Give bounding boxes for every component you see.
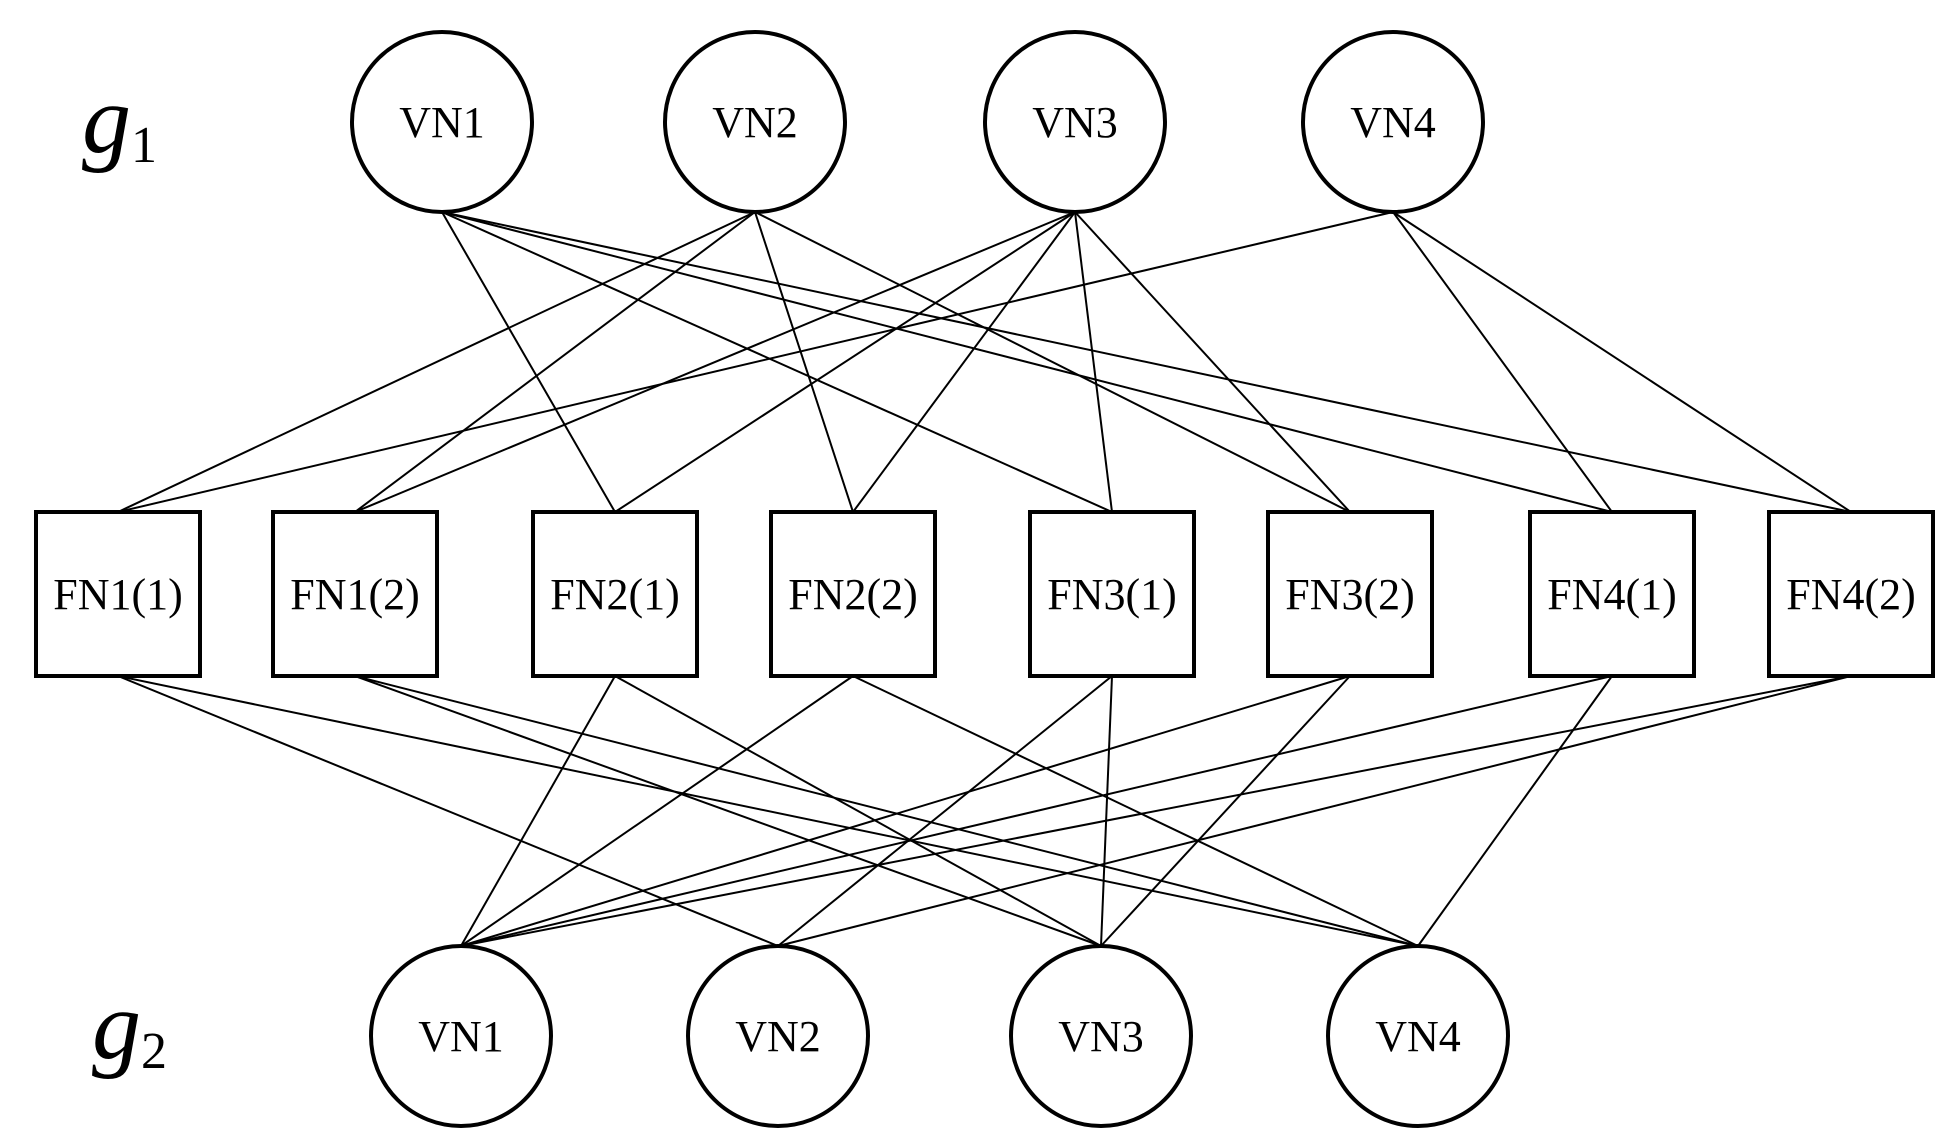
factor-node-fn1-1-box [34, 510, 202, 678]
bottom-vn-vn3-circle [1009, 944, 1193, 1128]
bottom-vn-vn1-label: VN1 [418, 1012, 504, 1061]
top-vn-vn1-circle [350, 30, 534, 214]
edge-bottom-fn4-1-vn1 [460, 675, 1613, 947]
factor-node-fn2-1: FN2(1) [531, 510, 699, 678]
edge-top-vn1-fn4-2 [441, 211, 1852, 513]
edge-bottom-fn4-1-vn4 [1417, 675, 1613, 947]
factor-node-fn2-2-box [769, 510, 937, 678]
edge-top-vn2-fn1-2 [354, 211, 756, 513]
edge-bottom-fn2-1-vn3 [614, 675, 1102, 947]
group-label-g2: g2 [92, 972, 167, 1080]
group-label-g1-sub: 1 [131, 117, 157, 174]
group-label-g2-main: g [92, 972, 141, 1080]
factor-node-fn1-2: FN1(2) [271, 510, 439, 678]
edge-bottom-fn2-2-vn1 [460, 675, 854, 947]
factor-node-fn4-2: FN4(2) [1767, 510, 1935, 678]
edge-bottom-fn4-2-vn1 [460, 675, 1852, 947]
edge-bottom-fn1-2-vn3 [354, 675, 1102, 947]
edge-top-vn3-fn2-2 [852, 211, 1076, 513]
factor-node-fn3-2: FN3(2) [1266, 510, 1434, 678]
edge-bottom-fn3-2-vn3 [1100, 675, 1351, 947]
edge-top-vn4-fn1-1 [117, 211, 1394, 513]
edge-top-vn1-fn3-1 [441, 211, 1113, 513]
edge-bottom-fn2-1-vn1 [460, 675, 616, 947]
group-labels: g1 g2 [82, 66, 167, 1080]
bottom-vn-vn2-circle [686, 944, 870, 1128]
top-vn-vn2: VN2 [663, 30, 847, 214]
top-variable-nodes: VN1 VN2 VN3 VN4 [350, 30, 1485, 214]
bottom-vn-vn4-circle [1326, 944, 1510, 1128]
edge-bottom-fn1-1-vn4 [117, 675, 1419, 947]
group-label-g1-main: g [82, 66, 131, 174]
factor-node-fn1-2-box [271, 510, 439, 678]
top-vn-vn4-circle [1301, 30, 1485, 214]
factor-node-fn3-2-box [1266, 510, 1434, 678]
top-vn-vn2-circle [663, 30, 847, 214]
factor-node-fn4-1-box [1528, 510, 1696, 678]
top-vn-vn4-label: VN4 [1350, 98, 1436, 147]
edge-bottom-fn3-1-vn2 [777, 675, 1113, 947]
edge-bottom-fn2-2-vn4 [852, 675, 1419, 947]
edge-top-vn4-fn4-2 [1392, 211, 1852, 513]
group-label-g1: g1 [82, 66, 157, 174]
factor-node-fn4-1: FN4(1) [1528, 510, 1696, 678]
edge-top-vn2-fn3-2 [754, 211, 1351, 513]
bottom-vn-vn3-label: VN3 [1058, 1012, 1144, 1061]
edge-top-vn3-fn2-1 [614, 211, 1076, 513]
top-vn-vn1: VN1 [350, 30, 534, 214]
edges-layer [117, 211, 1852, 947]
edge-top-vn3-fn3-2 [1074, 211, 1351, 513]
factor-node-fn4-2-box [1767, 510, 1935, 678]
factor-node-fn4-2-label: FN4(2) [1786, 570, 1916, 619]
edge-top-vn4-fn4-1 [1392, 211, 1613, 513]
edge-top-vn3-fn3-1 [1074, 211, 1113, 513]
top-vn-vn2-label: VN2 [712, 98, 798, 147]
bottom-variable-nodes: VN1 VN2 VN3 VN4 [369, 944, 1510, 1128]
edge-bottom-fn1-2-vn4 [354, 675, 1419, 947]
top-vn-vn3: VN3 [983, 30, 1167, 214]
edge-top-vn2-fn1-1 [117, 211, 756, 513]
factor-node-fn3-1: FN3(1) [1028, 510, 1196, 678]
factor-node-fn3-1-label: FN3(1) [1047, 570, 1177, 619]
top-vn-vn3-circle [983, 30, 1167, 214]
bottom-vn-vn4: VN4 [1326, 944, 1510, 1128]
top-vn-vn1-label: VN1 [399, 98, 485, 147]
factor-node-fn2-1-label: FN2(1) [550, 570, 680, 619]
factor-node-fn2-1-box [531, 510, 699, 678]
factor-node-fn1-1-label: FN1(1) [53, 570, 183, 619]
edge-top-vn1-fn2-1 [441, 211, 616, 513]
bottom-vn-vn2: VN2 [686, 944, 870, 1128]
edge-bottom-fn1-1-vn2 [117, 675, 779, 947]
factor-node-fn4-1-label: FN4(1) [1547, 570, 1677, 619]
bottom-vn-vn4-label: VN4 [1375, 1012, 1461, 1061]
factor-node-fn3-2-label: FN3(2) [1285, 570, 1415, 619]
bottom-vn-vn2-label: VN2 [735, 1012, 821, 1061]
edge-top-vn1-fn4-1 [441, 211, 1613, 513]
edge-bottom-fn3-1-vn3 [1100, 675, 1113, 947]
edge-top-vn2-fn2-2 [754, 211, 854, 513]
bottom-vn-vn1-circle [369, 944, 553, 1128]
factor-node-fn1-1: FN1(1) [34, 510, 202, 678]
factor-node-fn1-2-label: FN1(2) [290, 570, 420, 619]
edge-top-vn3-fn1-2 [354, 211, 1076, 513]
bottom-vn-vn3: VN3 [1009, 944, 1193, 1128]
edge-bottom-fn3-2-vn1 [460, 675, 1351, 947]
factor-node-fn3-1-box [1028, 510, 1196, 678]
group-label-g2-sub: 2 [141, 1023, 167, 1080]
bottom-vn-vn1: VN1 [369, 944, 553, 1128]
factor-nodes: FN1(1) FN1(2) FN2(1) FN2(2) FN3(1) FN3(2) FN4(… [34, 510, 1935, 678]
top-vn-vn3-label: VN3 [1032, 98, 1118, 147]
top-vn-vn4: VN4 [1301, 30, 1485, 214]
factor-node-fn2-2-label: FN2(2) [788, 570, 918, 619]
edge-bottom-fn4-2-vn2 [777, 675, 1852, 947]
factor-node-fn2-2: FN2(2) [769, 510, 937, 678]
